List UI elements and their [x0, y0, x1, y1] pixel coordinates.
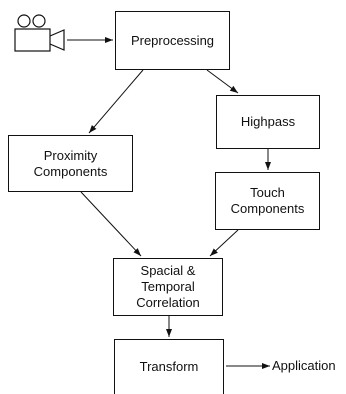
- edge-touch-correlation: [209, 229, 239, 257]
- output-application-label: Application: [272, 358, 336, 373]
- edge-preprocessing-highpass: [206, 69, 239, 94]
- node-proximity-components: Proximity Components: [8, 135, 133, 192]
- node-preprocessing: Preprocessing: [115, 11, 230, 70]
- edge-preprocessing-proximity: [88, 69, 144, 134]
- node-transform: Transform: [114, 339, 224, 394]
- node-touch-components: Touch Components: [215, 172, 320, 230]
- node-spacial-temporal-correlation: Spacial & Temporal Correlation: [113, 258, 223, 316]
- node-highpass: Highpass: [216, 95, 320, 149]
- video-camera-icon: [14, 14, 65, 52]
- edge-proximity-correlation: [80, 191, 142, 257]
